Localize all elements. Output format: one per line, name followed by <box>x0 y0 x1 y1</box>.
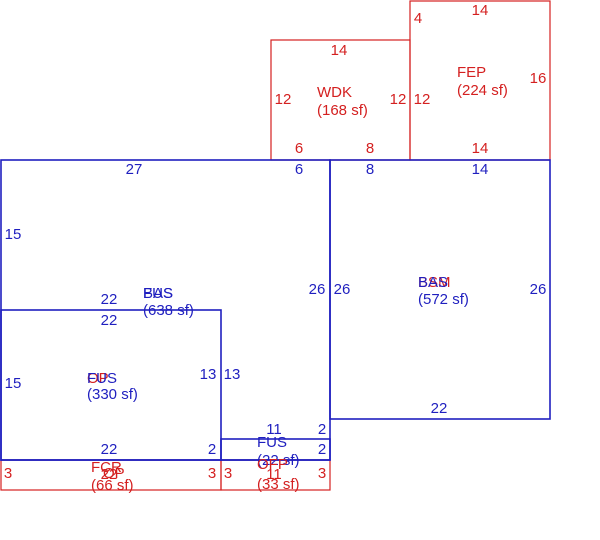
ofp-left-dimension: 3 <box>224 465 232 482</box>
fep-left-dimension: 12 <box>414 91 431 108</box>
wdk-area-label: (168 sf) <box>317 102 368 119</box>
wdk-right-dimension: 12 <box>390 91 407 108</box>
fus-small-area-label: (22 sf) <box>257 452 300 469</box>
fep-area-label: (224 sf) <box>457 82 508 99</box>
bas-area-label: (638 sf) <box>143 302 194 319</box>
bas-inner-dimension: 22 <box>101 291 118 308</box>
bsm-top-dimension: 14 <box>472 161 489 178</box>
fus-outline <box>0 309 222 461</box>
fep-right-dimension: 16 <box>530 70 547 87</box>
bas-overlay-label: FUS <box>143 285 173 302</box>
bsm-left-dimension: 26 <box>334 281 351 298</box>
ofp-overlay-dimension: 11 <box>266 466 282 483</box>
fcr-overlay-label: OP <box>103 465 125 482</box>
step-side-dimension: 2 <box>318 441 326 458</box>
bsm-overlay-label: BAS <box>418 274 448 291</box>
bas-top-right-dimension: 6 <box>295 161 303 178</box>
bas-left-dimension: 15 <box>5 226 22 243</box>
bsm-right-dimension: 26 <box>530 281 547 298</box>
fcr-overlay-dimension: 22 <box>101 466 118 483</box>
ofp-right-dimension: 3 <box>318 465 326 482</box>
fep-top-dimension: 14 <box>472 2 489 19</box>
fus-area-label: (330 sf) <box>87 386 138 403</box>
fus-code-label: FUS <box>87 370 117 387</box>
bas-top-dimension: 27 <box>126 161 143 178</box>
fus-left-dimension: 15 <box>5 375 22 392</box>
step-left-dimension: 13 <box>224 366 241 383</box>
ofp-code-label: OFP <box>257 456 288 473</box>
fep-left-upper-dimension: 4 <box>414 10 422 27</box>
fus-top-dimension: 22 <box>101 312 118 329</box>
fep-bottom-dimension: 14 <box>472 140 489 157</box>
fus-small-outline <box>220 438 331 461</box>
fus-right-dimension: 13 <box>200 366 217 383</box>
fus-overlay-label: OP <box>87 370 109 387</box>
fus-bottom-dimension: 22 <box>101 441 118 458</box>
bsm-area-label: (572 sf) <box>418 291 469 308</box>
bsm-outline <box>329 159 551 420</box>
wdk-code-label: WDK <box>317 84 352 101</box>
fcr-area-label: (66 sf) <box>91 477 134 494</box>
fep-code-label: FEP <box>457 64 486 81</box>
ofp-area-label: (33 sf) <box>257 476 300 493</box>
bsm-code-label: BSM <box>418 274 451 291</box>
bsm-bottom-dimension: 22 <box>431 400 448 417</box>
step-top-dimension: 11 <box>266 421 282 438</box>
step-right-dimension: 2 <box>318 421 326 438</box>
fcr-left-dimension: 3 <box>4 465 12 482</box>
bas-code-label: BAS <box>143 285 173 302</box>
fus-small-code-label: FUS <box>257 434 287 451</box>
bas-right-dimension: 26 <box>309 281 326 298</box>
wdk-top-dimension: 14 <box>331 42 348 59</box>
wdk-bottom-left-dimension: 6 <box>295 140 303 157</box>
fcr-right-dimension: 3 <box>208 465 216 482</box>
wdk-left-dimension: 12 <box>275 91 292 108</box>
wdk-bottom-right-dimension: 8 <box>366 140 374 157</box>
fcr-code-label: FCR <box>91 459 122 476</box>
bsm-top-left-dimension: 8 <box>366 161 374 178</box>
fus-small-right-dimension: 2 <box>208 441 216 458</box>
